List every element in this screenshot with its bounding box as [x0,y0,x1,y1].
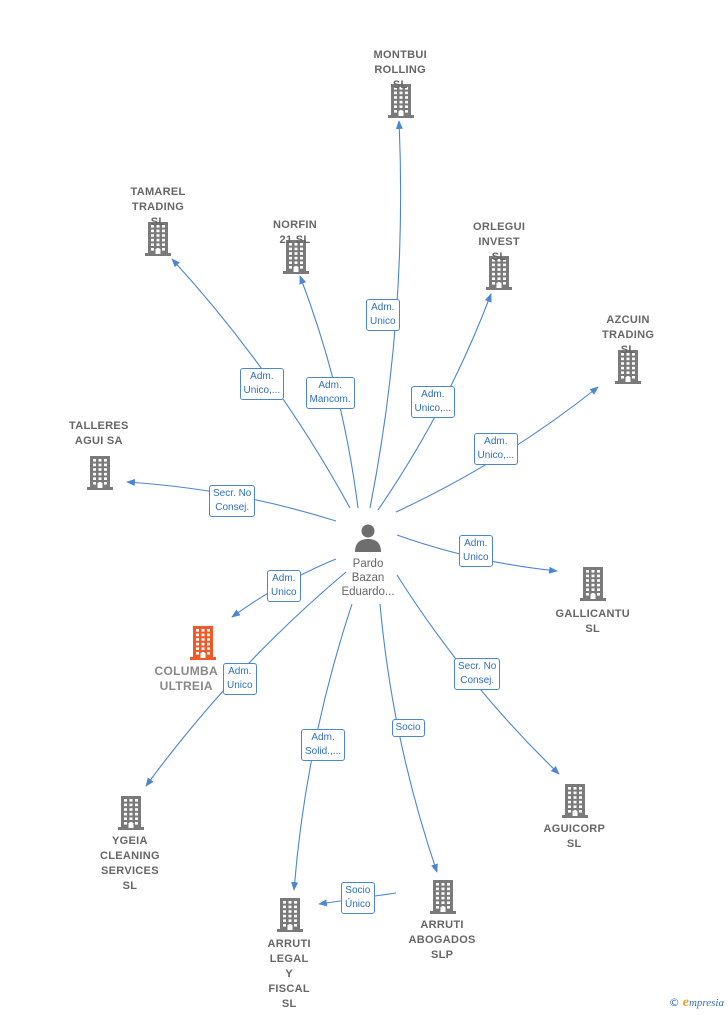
company-label: ARRUTI ABOGADOS SLP [408,919,476,961]
company-label: ARRUTI LEGAL Y FISCAL SL [267,938,311,1010]
building-icon [562,784,588,823]
brand-footer: ©empresia [669,995,724,1011]
relation-label-norfin[interactable]: Adm. Mancom. [305,377,355,409]
relation-label-arruti_legal[interactable]: Adm. Solid.,... [301,729,346,761]
building-icon [145,222,171,261]
company-label: COLUMBA ULTREIA [154,664,218,693]
copyright-icon: © [668,996,680,1009]
company-label: NORFIN 21 SL [273,219,317,246]
company-label: YGEIA CLEANING SERVICES SL [100,835,160,892]
company-label: GALLICANTU SL [555,608,630,635]
brand-initial: e [682,995,689,1010]
relation-label-aguicorp[interactable]: Secr. No Consej. [454,658,501,690]
relation-label-gallicantu[interactable]: Adm. Unico [459,535,493,567]
building-icon [87,456,113,495]
relation-label-orlegui[interactable]: Adm. Unico,... [410,386,456,418]
relation-label-arruti_abogados[interactable]: Socio [391,719,425,737]
relation-label-columba[interactable]: Adm. Unico [267,570,301,602]
company-label: ORLEGUI INVEST SL [473,221,526,263]
company-label: TALLERES AGUI SA [69,420,129,447]
person-icon [355,524,381,552]
building-icon [283,240,309,279]
relation-label-tamarel[interactable]: Adm. Unico,... [239,368,285,400]
building-icon [430,880,456,919]
building-icon [615,350,641,389]
building-icon [580,567,606,606]
building-icon [118,796,144,835]
company-label: TAMAREL TRADING SL [130,186,186,228]
relation-label-azcuin[interactable]: Adm. Unico,... [473,433,519,465]
building-icon [388,84,414,123]
company-label: AGUICORP SL [543,823,606,850]
brand-name: mpresia [688,997,724,1009]
person-name: Pardo Bazan Eduardo... [341,558,395,598]
company-label: AZCUIN TRADING SL [602,314,655,356]
building-icon [486,256,512,295]
relation-label-arruti_abogados-to-arruti_legal[interactable]: Socio Único [341,882,375,914]
building-icon [277,898,303,937]
relation-label-ygeia[interactable]: Adm. Unico [223,663,257,695]
relation-label-montbui[interactable]: Adm. Unico [366,299,400,331]
person-node[interactable]: Pardo Bazan Eduardo... [330,520,406,600]
building-icon [190,626,216,665]
relation-edge-arruti_abogados [379,603,438,873]
relation-label-talleres[interactable]: Secr. No Consej. [209,485,256,517]
company-label: MONTBUI ROLLING SL [373,49,427,91]
